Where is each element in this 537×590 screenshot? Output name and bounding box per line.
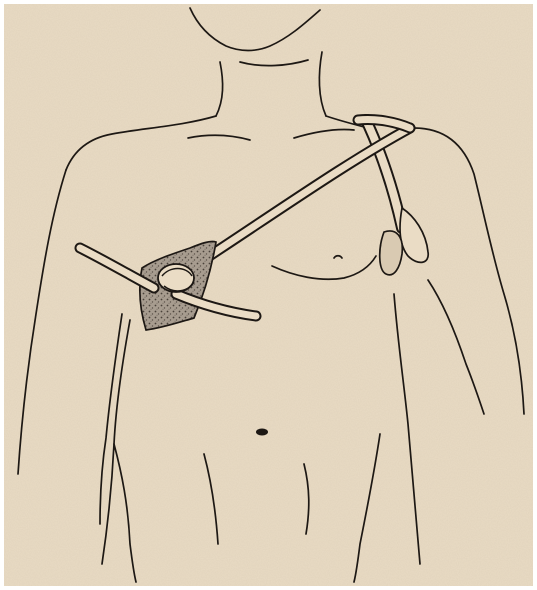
navel [256,429,268,436]
paper-grain [4,4,533,586]
torso-illustration [4,4,533,586]
